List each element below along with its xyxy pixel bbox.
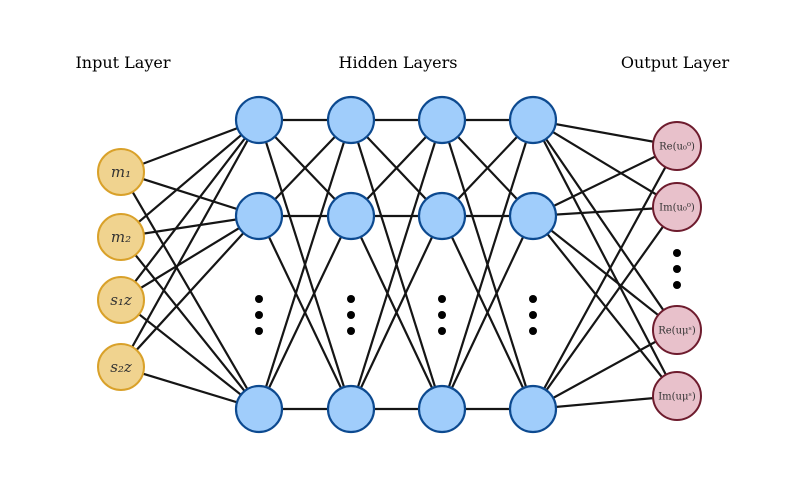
ellipsis-dot <box>255 295 263 303</box>
hidden-node <box>417 95 467 145</box>
edges <box>120 118 678 411</box>
output-node-label: Re(u₀⁰) <box>659 142 695 153</box>
input-node <box>97 343 145 391</box>
output-node-label: Im(u₀⁰) <box>659 203 695 214</box>
ellipsis-dot <box>347 311 355 319</box>
connection-edge <box>532 206 678 410</box>
hidden-node <box>417 384 467 434</box>
connection-edge <box>532 215 678 397</box>
ellipsis-dot <box>438 295 446 303</box>
ellipsis-dot <box>529 311 537 319</box>
hidden-node <box>417 191 467 241</box>
hidden-node <box>234 384 284 434</box>
connection-edge <box>257 119 353 410</box>
connection-edge <box>120 170 260 218</box>
connection-edge <box>120 119 260 368</box>
connection-edge <box>258 215 352 410</box>
connection-edge <box>532 215 678 331</box>
hidden-node <box>234 95 284 145</box>
hidden-node <box>508 384 558 434</box>
connection-edge <box>120 299 260 410</box>
connection-edge <box>532 119 678 208</box>
input-node-label: m₁ <box>111 163 131 181</box>
output-node <box>652 182 702 232</box>
connection-edge <box>532 119 678 331</box>
ellipsis-dot <box>347 327 355 335</box>
output-node-label: Im(uμˢ) <box>658 392 696 403</box>
input-node-label: s₂z <box>110 358 132 376</box>
ellipsis-dot <box>529 327 537 335</box>
ellipsis-dot <box>255 311 263 319</box>
hidden-node <box>508 95 558 145</box>
connection-edge <box>120 119 260 238</box>
ellipsis-dot <box>438 311 446 319</box>
input-node-label: s₁z <box>110 291 132 309</box>
connection-edge <box>120 215 260 301</box>
hidden-layers-title: Hidden Layers <box>339 53 458 72</box>
ellipsis-dot <box>438 327 446 335</box>
output-node <box>652 305 702 355</box>
ellipsis-dot <box>673 265 681 273</box>
hidden-node <box>508 191 558 241</box>
connection-edge <box>532 119 678 397</box>
ellipsis-dot <box>673 249 681 257</box>
ellipsis-dot <box>529 295 537 303</box>
connection-edge <box>441 215 534 410</box>
connection-edge <box>350 215 443 410</box>
hidden-node <box>326 95 376 145</box>
ellipsis-dot <box>347 295 355 303</box>
hidden-node <box>234 191 284 241</box>
connection-edge <box>349 119 444 410</box>
output-node-label: Re(uμˢ) <box>658 326 696 337</box>
connection-edge <box>440 119 535 410</box>
ellipsis-dot <box>673 281 681 289</box>
input-node <box>97 213 145 261</box>
connection-edge <box>120 236 260 410</box>
ellipsis-dot <box>255 327 263 335</box>
output-node <box>652 121 702 171</box>
connection-edge <box>532 145 678 410</box>
input-node-label: m₂ <box>111 228 131 246</box>
input-node <box>97 148 145 196</box>
hidden-node <box>326 191 376 241</box>
connection-edge <box>120 118 260 174</box>
input-node <box>97 276 145 324</box>
nodes: m₁ m₂ s₁z s₂z Re(u₀⁰) Im(u₀⁰) Re(uμˢ) Im(uμˢ) <box>97 95 702 434</box>
ellipsis-dots <box>255 249 681 335</box>
input-layer-title: Input Layer <box>75 53 170 72</box>
output-layer-title: Output Layer <box>621 53 730 72</box>
connection-edge <box>120 119 260 301</box>
connection-edge <box>120 215 260 368</box>
connection-edge <box>532 329 678 410</box>
hidden-node <box>326 384 376 434</box>
connection-edge <box>532 145 678 217</box>
output-node <box>652 371 702 421</box>
